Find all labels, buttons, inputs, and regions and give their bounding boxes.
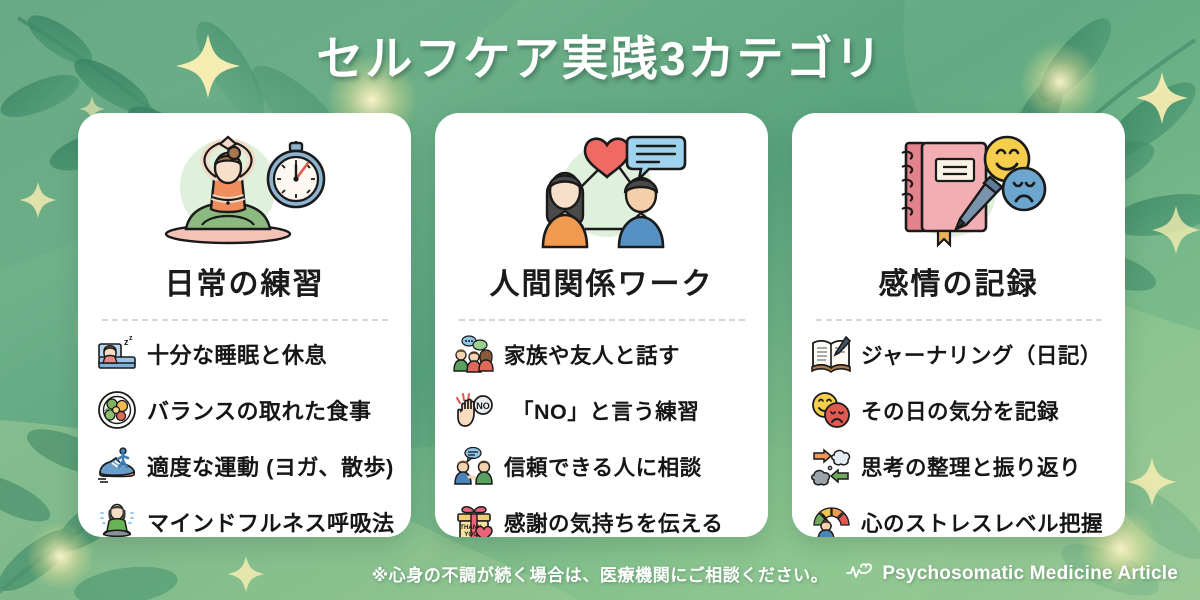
card-divider: [815, 319, 1102, 321]
card-title: 日常の練習: [164, 268, 325, 301]
list-item-label: バランスの取れた食事: [147, 399, 372, 424]
running-shoe-icon: [96, 445, 138, 487]
category-card-relationship-work[interactable]: 人間関係ワーク: [435, 113, 768, 537]
mindfulness-breathing-icon: [96, 501, 138, 537]
list-item-label: 「NO」と言う練習: [512, 399, 700, 424]
card-item-list: ジャーナリング（日記）: [806, 329, 1111, 537]
card-item-list: 家族や友人と話す NO: [449, 329, 754, 537]
brand-name: Psychosomatic Medicine Article: [882, 562, 1178, 584]
list-item: NO 「NO」と言う練習: [453, 385, 750, 435]
category-card-row: 日常の練習 z z: [78, 113, 1125, 537]
list-item-label: 心のストレスレベル把握: [861, 511, 1104, 536]
consult-trusted-person-icon: [453, 445, 495, 487]
list-item: 適度な運動 (ヨガ、散歩): [96, 441, 393, 491]
list-item: THANK YOU 感謝の気持ちを伝える: [453, 497, 750, 537]
yoga-meditation-stopwatch-icon: [92, 133, 397, 251]
thought-clouds-arrows-icon: [810, 445, 852, 487]
list-item-label: ジャーナリング（日記）: [861, 343, 1102, 368]
card-divider: [458, 319, 745, 321]
card-title: 人間関係ワーク: [489, 268, 714, 301]
list-item: ジャーナリング（日記）: [810, 329, 1107, 379]
sleeping-in-bed-icon: z z: [96, 333, 138, 375]
list-item: 家族や友人と話す: [453, 329, 750, 379]
notebook-pen-emotions-icon: [806, 133, 1111, 251]
page-title: セルフケア実践3カテゴリ: [316, 32, 884, 85]
list-item-label: 適度な運動 (ヨガ、散歩): [147, 455, 394, 480]
list-item-label: 家族や友人と話す: [504, 343, 681, 368]
list-item: 心のストレスレベル把握: [810, 497, 1107, 537]
brand-signature: Psychosomatic Medicine Article: [846, 561, 1178, 586]
list-item: マインドフルネス呼吸法: [96, 497, 395, 537]
balanced-meal-bowl-icon: [96, 389, 138, 431]
list-item-label: 信頼できる人に相談: [504, 455, 702, 480]
list-item: 思考の整理と振り返り: [810, 441, 1107, 491]
svg-text:NO: NO: [476, 401, 490, 411]
card-title: 感情の記録: [878, 268, 1039, 301]
svg-text:z: z: [129, 335, 133, 342]
card-item-list: z z 十分な睡眠と休息: [92, 329, 397, 537]
two-people-heart-chat-icon: [449, 133, 754, 251]
people-talking-icon: [453, 333, 495, 375]
open-book-pen-icon: [810, 333, 852, 375]
list-item-label: 感謝の気持ちを伝える: [504, 511, 724, 536]
list-item-label: 思考の整理と振り返り: [861, 455, 1082, 480]
list-item: バランスの取れた食事: [96, 385, 393, 435]
stress-level-gauge-icon: [810, 501, 852, 537]
list-item: 信頼できる人に相談: [453, 441, 750, 491]
card-divider: [101, 319, 388, 321]
category-card-daily-practice[interactable]: 日常の練習 z z: [78, 113, 411, 537]
pulse-heartbeat-icon: [846, 561, 874, 586]
happy-sad-faces-icon: [810, 389, 852, 431]
category-card-emotion-log[interactable]: 感情の記録: [792, 113, 1125, 537]
thank-you-gift-icon: THANK YOU: [453, 501, 495, 537]
list-item-label: その日の気分を記録: [861, 399, 1060, 424]
list-item: その日の気分を記録: [810, 385, 1107, 435]
list-item: z z 十分な睡眠と休息: [96, 329, 393, 379]
list-item-label: マインドフルネス呼吸法: [147, 511, 395, 536]
stop-hand-no-icon: NO: [453, 389, 495, 431]
list-item-label: 十分な睡眠と休息: [147, 343, 328, 368]
